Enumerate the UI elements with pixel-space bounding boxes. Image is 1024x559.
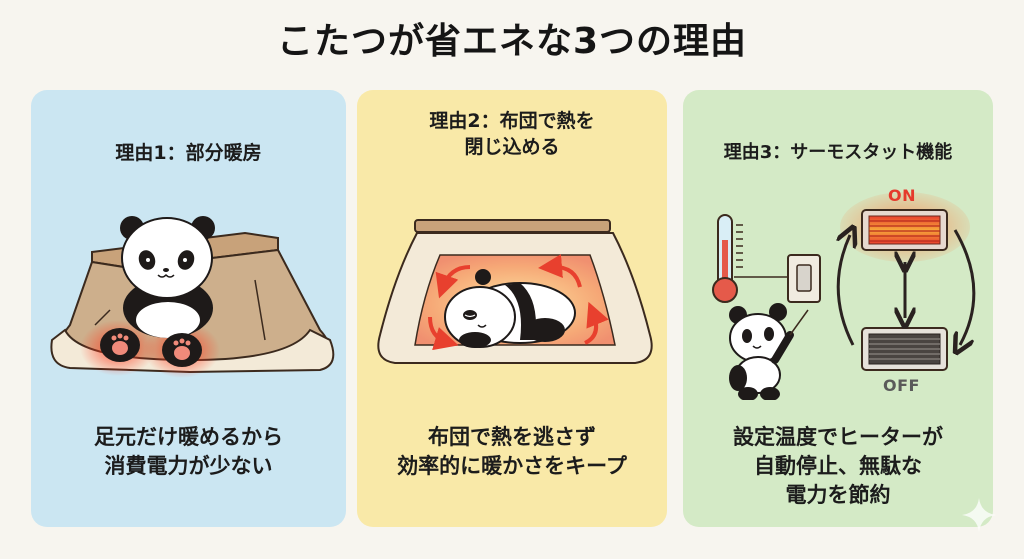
reason-card-3: 理由3：サーモスタット機能 <box>683 90 993 527</box>
sparkle-icon <box>962 498 996 532</box>
card-title: 理由2：布団で熱を 閉じ込める <box>357 108 667 160</box>
desc-line: 自動停止、無駄な <box>754 454 922 478</box>
desc-line: 設定温度でヒーターが <box>733 425 943 449</box>
desc-line: 電力を節約 <box>785 483 891 507</box>
desc-line: 消費電力が少ない <box>104 454 273 478</box>
panda-kotatsu-illustration <box>50 216 335 378</box>
desc-line: 布団で熱を逃さず <box>428 425 596 449</box>
reason-card-2: 理由2：布団で熱を 閉じ込める <box>357 90 667 527</box>
card-description: 布団で熱を逃さず 効率的に暖かさをキープ <box>357 423 667 481</box>
heater-on-label: ON <box>888 186 916 205</box>
thermostat-illustration: ON OFF <box>690 170 990 401</box>
card-description: 設定温度でヒーターが 自動停止、無駄な 電力を節約 <box>683 423 993 510</box>
card-title: 理由1：部分暖房 <box>115 142 262 164</box>
thermostat-cycle-graphic <box>712 192 976 401</box>
panda-sleeping-kotatsu-illustration <box>377 219 653 364</box>
title-line: 閉じ込める <box>464 136 560 158</box>
card-description: 足元だけ暖めるから 消費電力が少ない <box>31 423 346 481</box>
desc-line: 効率的に暖かさをキープ <box>397 454 627 478</box>
card-title: 理由3：サーモスタット機能 <box>723 142 953 163</box>
desc-line: 足元だけ暖めるから <box>94 425 283 449</box>
reason-card-1: 理由1：部分暖房 <box>31 90 346 527</box>
title-line: 理由2：布団で熱を <box>429 110 595 132</box>
page-title: こたつが省エネな3つの理由 <box>276 21 748 62</box>
heater-off-label: OFF <box>883 376 920 395</box>
